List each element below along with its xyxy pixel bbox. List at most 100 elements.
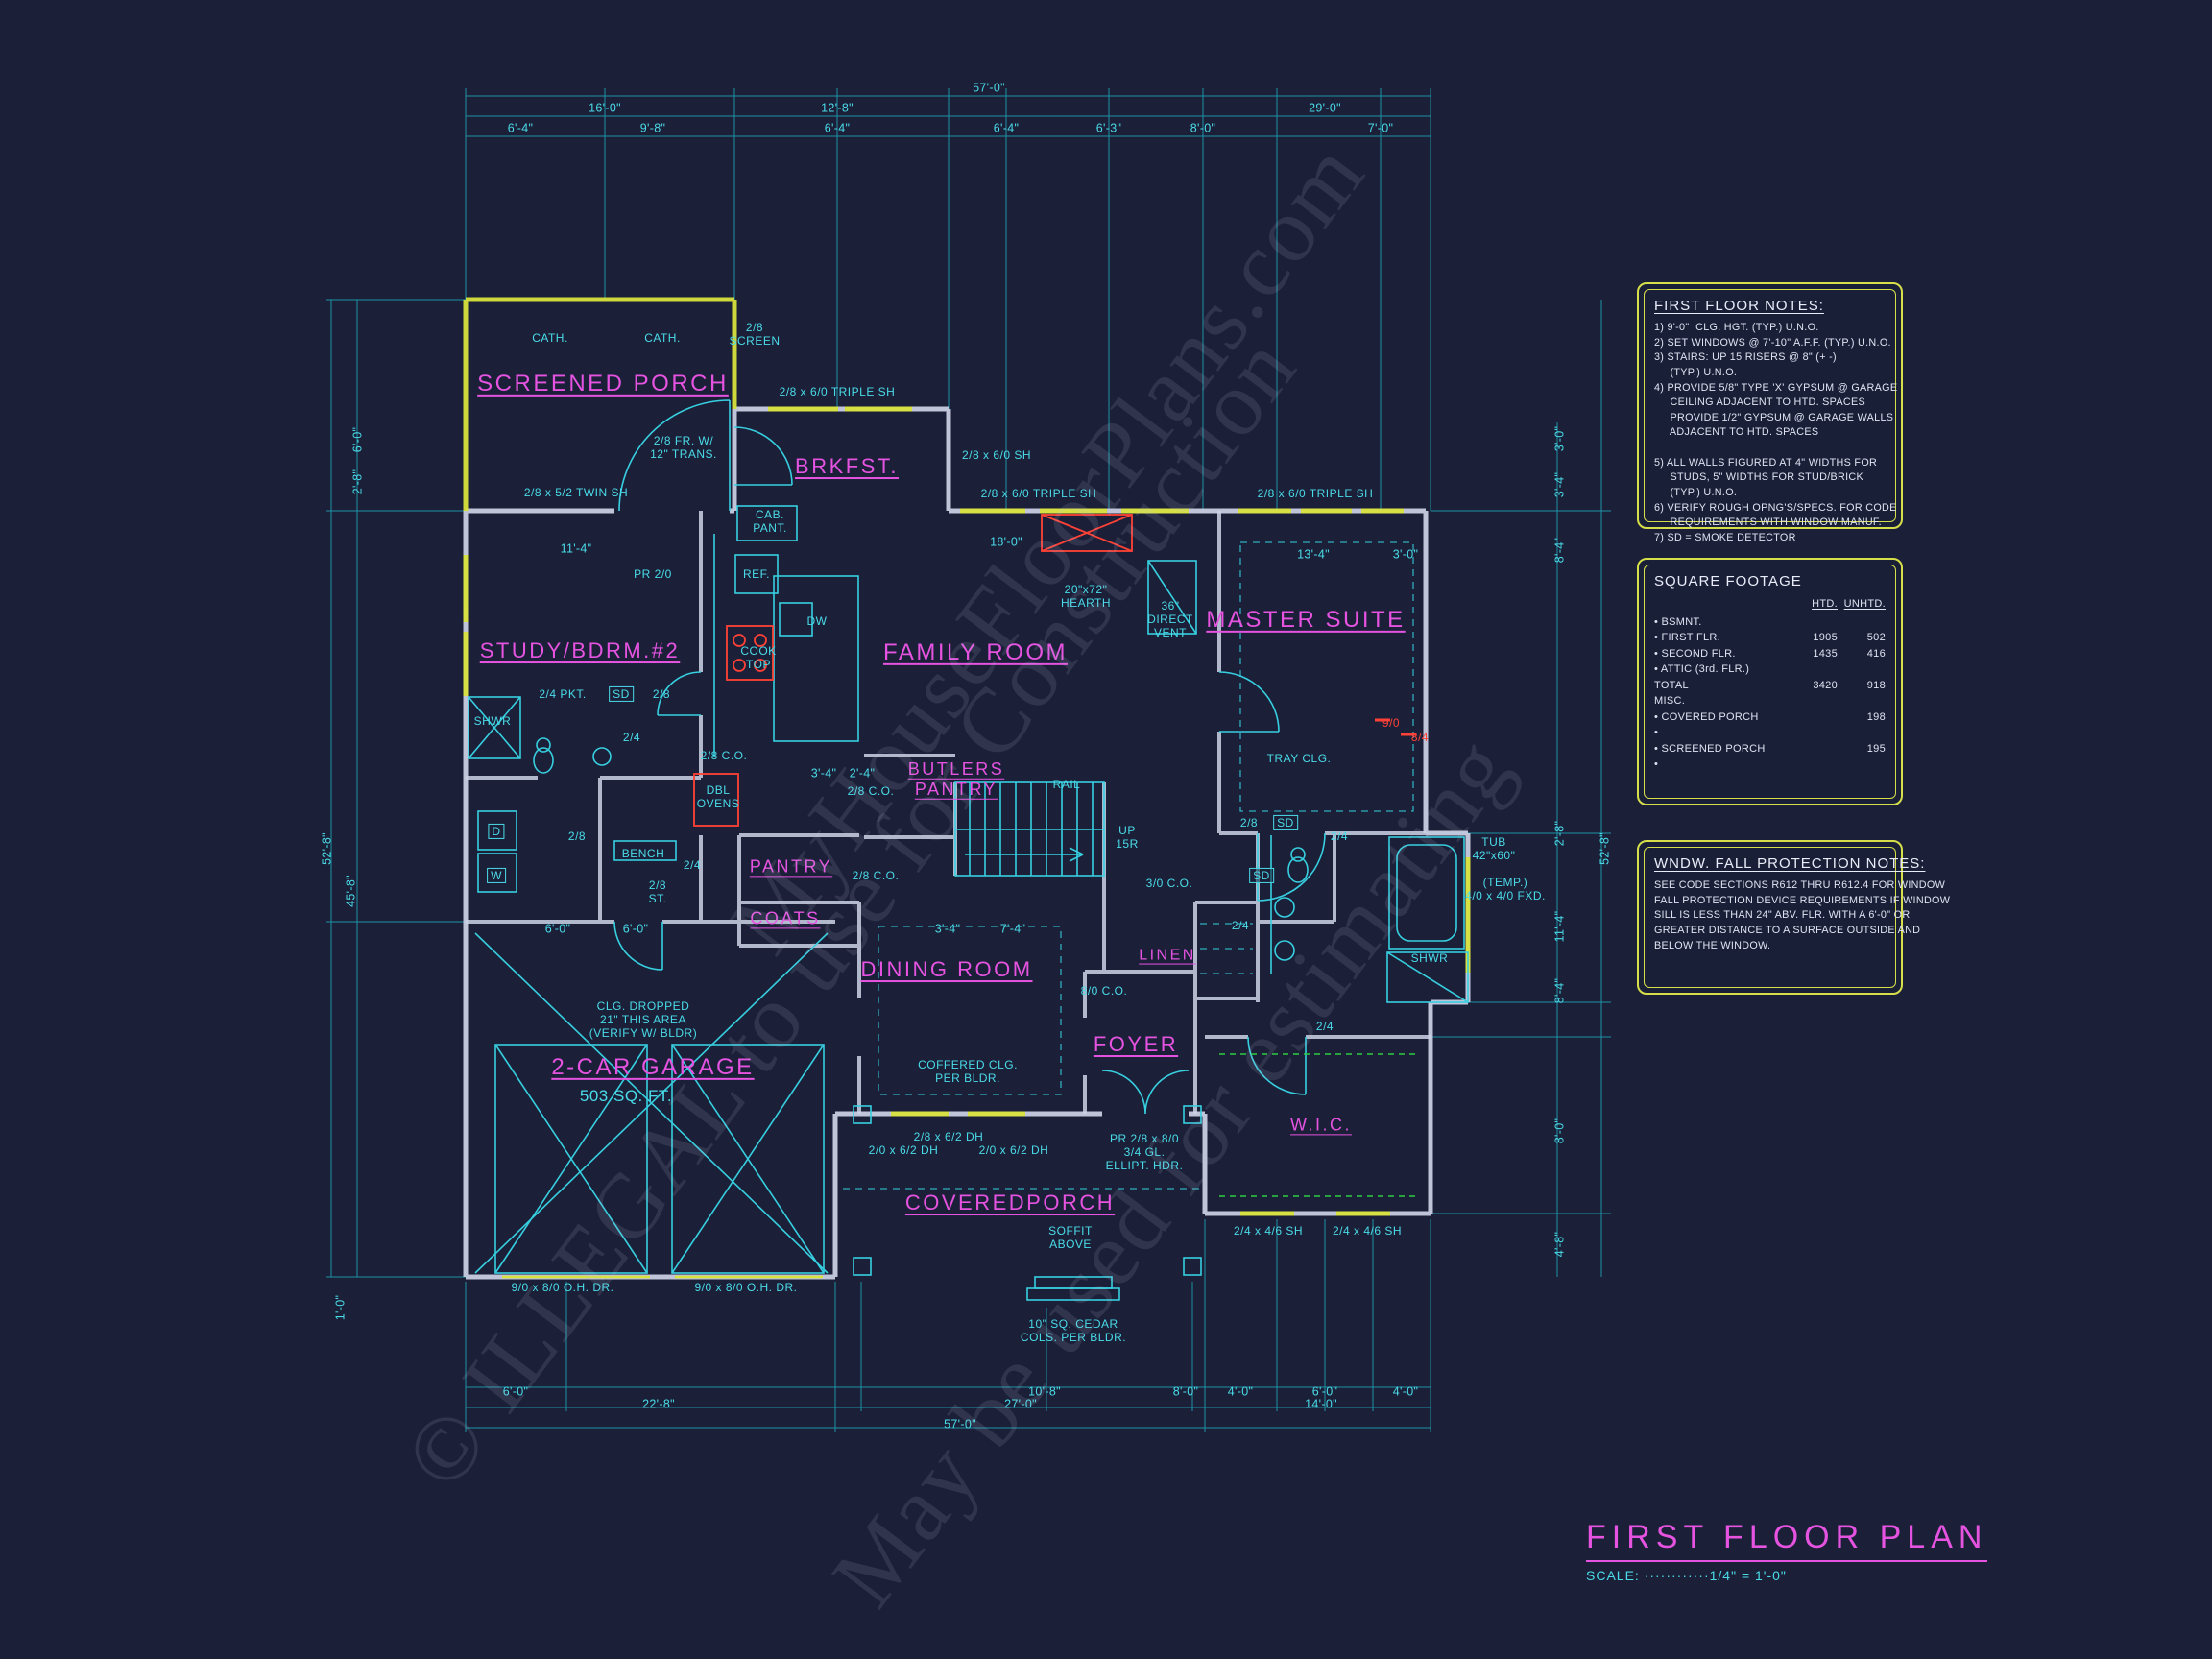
annotation-label: 3/0 C.O. bbox=[1145, 876, 1193, 890]
sqft-row-unhtd bbox=[1838, 725, 1886, 741]
room-label: FOYER bbox=[1093, 1032, 1179, 1057]
dimension-label: 6'-0" bbox=[544, 922, 571, 936]
annotation-label: 2/8 x 6/0 TRIPLE SH bbox=[779, 384, 896, 398]
note-line bbox=[1654, 441, 1886, 456]
annotation-label: COFFERED CLG. PER BLDR. bbox=[918, 1057, 1018, 1085]
annotation-label: 2/8 x 5/2 TWIN SH bbox=[523, 485, 629, 499]
annotation-label: REF. bbox=[742, 566, 771, 581]
annotation-label: BENCH bbox=[621, 846, 665, 860]
room-label: COATS bbox=[750, 908, 821, 928]
sqft-row-htd bbox=[1793, 661, 1838, 678]
annotation-label: 2/0 x 6/2 DH bbox=[978, 1142, 1049, 1157]
dimension-label: 52'-8" bbox=[320, 832, 334, 865]
annotation-label: DW bbox=[806, 613, 828, 628]
sqft-row-htd bbox=[1793, 693, 1838, 709]
dimension-label: 13'-4" bbox=[1297, 547, 1330, 562]
first-floor-notes-list: 1) 9'-0" CLG. HGT. (TYP.) U.N.O.2) SET W… bbox=[1654, 321, 1898, 546]
annotation-label: 2/8 C.O. bbox=[700, 748, 748, 762]
sqft-row-unhtd: 502 bbox=[1866, 632, 1886, 643]
sqft-row: • SCREENED PORCH 195 bbox=[1654, 741, 1886, 757]
annotation-label: TRAY CLG. bbox=[1266, 751, 1332, 765]
room-label: PANTRY bbox=[749, 856, 833, 877]
sqft-row: • bbox=[1654, 757, 1886, 773]
annotation-label: CAB. PANT. bbox=[753, 507, 787, 535]
dimension-label: 57'-0" bbox=[973, 81, 1005, 95]
sqft-row-htd bbox=[1793, 741, 1838, 757]
annotation-label: 8/4 bbox=[1410, 730, 1430, 744]
sqft-row-label: • BSMNT. bbox=[1654, 615, 1702, 628]
dimension-label: 8'-0" bbox=[1552, 1118, 1567, 1144]
annotation-label: CLG. DROPPED 21" THIS AREA (VERIFY W/ BL… bbox=[589, 998, 698, 1041]
annotation-label: 2/8 bbox=[567, 829, 587, 843]
dimension-label: 9'-8" bbox=[639, 121, 666, 135]
dimension-label: 10'-8" bbox=[1028, 1384, 1061, 1399]
sqft-row-unhtd: 198 bbox=[1866, 710, 1886, 723]
exterior-walls bbox=[463, 406, 1471, 1280]
sqft-row-htd: 1905 bbox=[1813, 632, 1838, 643]
dimension-label: 7'-4" bbox=[999, 922, 1026, 936]
annotation-label: COOK TOP bbox=[740, 643, 777, 671]
sqft-row-label: • ATTIC (3rd. FLR.) bbox=[1654, 663, 1750, 675]
sqft-row-label: MISC. bbox=[1654, 695, 1686, 707]
square-footage-header: HTD. UNHTD. bbox=[1654, 596, 1886, 613]
sqft-row: • FIRST FLR. 1905 502 bbox=[1654, 630, 1886, 646]
sqft-row-label: • FIRST FLR. bbox=[1654, 632, 1720, 643]
sqft-row-label: • SCREENED PORCH bbox=[1654, 742, 1766, 755]
annotation-label: 2/4 bbox=[683, 857, 702, 872]
window-fall-protection-box: WNDW. FALL PROTECTION NOTES: SEE CODE SE… bbox=[1637, 840, 1950, 995]
sqft-row-unhtd: 195 bbox=[1866, 742, 1886, 755]
sqft-row-label: • COVERED PORCH bbox=[1654, 710, 1759, 723]
dimension-label: 6'-4" bbox=[507, 121, 534, 135]
dashed-ceiling-lines bbox=[843, 541, 1414, 1190]
dimension-label: 16'-0" bbox=[589, 101, 621, 115]
room-label: BRKFST. bbox=[795, 454, 899, 479]
note-line: 3) STAIRS: UP 15 RISERS @ 8" (+ -) bbox=[1654, 351, 1837, 364]
sqft-header-htd: HTD. bbox=[1812, 598, 1838, 610]
sqft-row: • BSMNT. bbox=[1654, 614, 1886, 631]
annotation-label: SD bbox=[1249, 867, 1274, 884]
sqft-row-label: • SECOND FLR. bbox=[1654, 647, 1736, 660]
dimension-label: 6'-4" bbox=[824, 121, 851, 135]
dimension-label: 6'-0" bbox=[1311, 1384, 1338, 1399]
annotation-label: 9/0 x 8/0 O.H. DR. bbox=[694, 1280, 798, 1294]
dimension-label: 2'-8" bbox=[350, 469, 365, 495]
annotation-label: 2/8 bbox=[652, 686, 671, 701]
annotation-label: 2/4 x 4/6 SH bbox=[1332, 1223, 1403, 1238]
annotation-label: D bbox=[488, 823, 505, 840]
room-label: DINING ROOM bbox=[860, 957, 1033, 982]
first-floor-notes-box: FIRST FLOOR NOTES: 1) 9'-0" CLG. HGT. (T… bbox=[1637, 282, 1903, 543]
note-line: REQUIREMENTS WITH WINDOW MANUF. bbox=[1654, 517, 1882, 529]
dimension-label: 6'-4" bbox=[993, 121, 1020, 135]
dimension-label: 2'-4" bbox=[849, 766, 876, 781]
window-fall-protection-inner: WNDW. FALL PROTECTION NOTES: SEE CODE SE… bbox=[1644, 847, 1950, 988]
note-line: 7) SD = SMOKE DETECTOR bbox=[1654, 531, 1796, 543]
annotation-label: PR 2/8 x 8/0 3/4 GL. ELLIPT. HDR. bbox=[1105, 1131, 1184, 1173]
sqft-row-unhtd: 918 bbox=[1866, 679, 1886, 691]
annotation-label: 2/8 ST. bbox=[648, 878, 667, 905]
square-footage-box: SQUARE FOOTAGE HTD. UNHTD. • BSMNT.• FIR… bbox=[1637, 558, 1903, 805]
sqft-row-htd bbox=[1793, 709, 1838, 726]
annotation-label: SHWR bbox=[1410, 950, 1449, 965]
sqft-row: • COVERED PORCH 198 bbox=[1654, 709, 1886, 726]
dimension-label: 11'-4" bbox=[560, 541, 592, 556]
dimension-label: 6'-3" bbox=[1095, 121, 1122, 135]
annotation-label: 2/8 x 6/2 DH bbox=[913, 1129, 984, 1143]
first-floor-notes-title: FIRST FLOOR NOTES: bbox=[1654, 298, 1824, 314]
annotation-label: 2/8 C.O. bbox=[847, 783, 895, 798]
square-footage-rows: • BSMNT. • FIRST FLR. 1905 502 • SECOND FLR.… bbox=[1654, 614, 1886, 773]
annotation-label: RAIL bbox=[1052, 777, 1081, 791]
note-line: 6) VERIFY ROUGH OPNG'S/SPECS. FOR CODE bbox=[1654, 501, 1897, 514]
dimension-label: 6'-0" bbox=[502, 1384, 529, 1399]
annotation-label: TUB 42"x60" bbox=[1472, 834, 1516, 862]
annotation-label: 2/4 PKT. bbox=[539, 686, 587, 701]
annotation-label: 2/4 bbox=[1330, 829, 1349, 843]
note-line: 5) ALL WALLS FIGURED AT 4" WIDTHS FOR bbox=[1654, 456, 1878, 469]
sqft-row-unhtd bbox=[1838, 661, 1886, 678]
dimension-label: 4'-0" bbox=[1392, 1384, 1419, 1399]
annotation-label: 2/8 x 6/0 TRIPLE SH bbox=[980, 486, 1097, 500]
note-line: 4) PROVIDE 5/8" TYPE 'X' GYPSUM @ GARAGE bbox=[1654, 381, 1898, 394]
sqft-row-unhtd bbox=[1838, 614, 1886, 631]
dimension-label: 8'-0" bbox=[1190, 121, 1216, 135]
annotation-label: 9/0 x 8/0 O.H. DR. bbox=[511, 1280, 614, 1294]
